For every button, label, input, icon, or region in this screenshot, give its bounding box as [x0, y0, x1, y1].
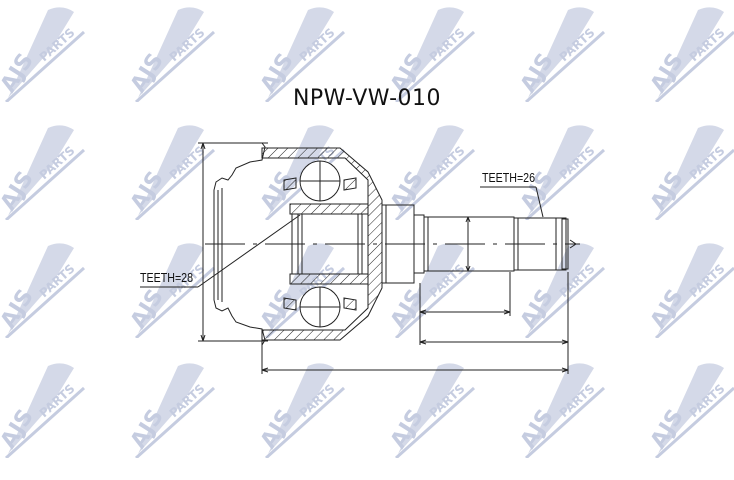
spline-section — [513, 217, 567, 271]
part-number-title: NPW-VW-010 — [292, 86, 442, 111]
teeth-28-label: TEETH=28 — [140, 270, 194, 285]
housing-section — [261, 147, 383, 341]
teeth-26-label: TEETH=26 — [482, 170, 536, 185]
boot-outline — [213, 142, 266, 346]
